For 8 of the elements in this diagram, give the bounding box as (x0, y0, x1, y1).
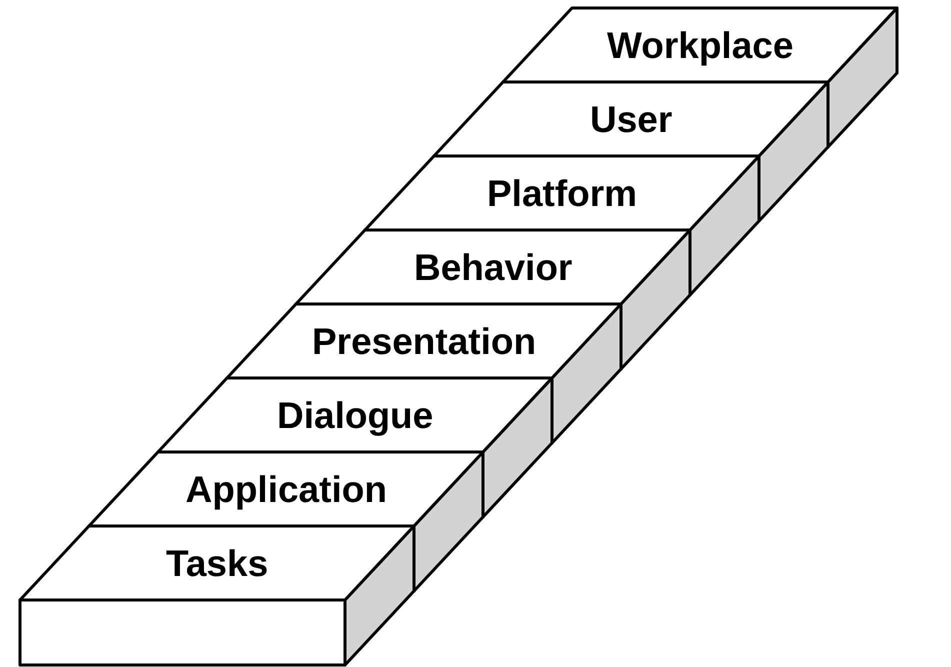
layer-label: Dialogue (277, 396, 434, 434)
layer-label: Application (186, 470, 387, 508)
layer-label: Behavior (414, 248, 572, 286)
layer-label: Workplace (607, 26, 794, 64)
layer-label: User (590, 100, 672, 138)
layer-label: Tasks (166, 544, 268, 582)
layer-label: Platform (487, 174, 638, 212)
layer-label: Presentation (312, 322, 536, 360)
